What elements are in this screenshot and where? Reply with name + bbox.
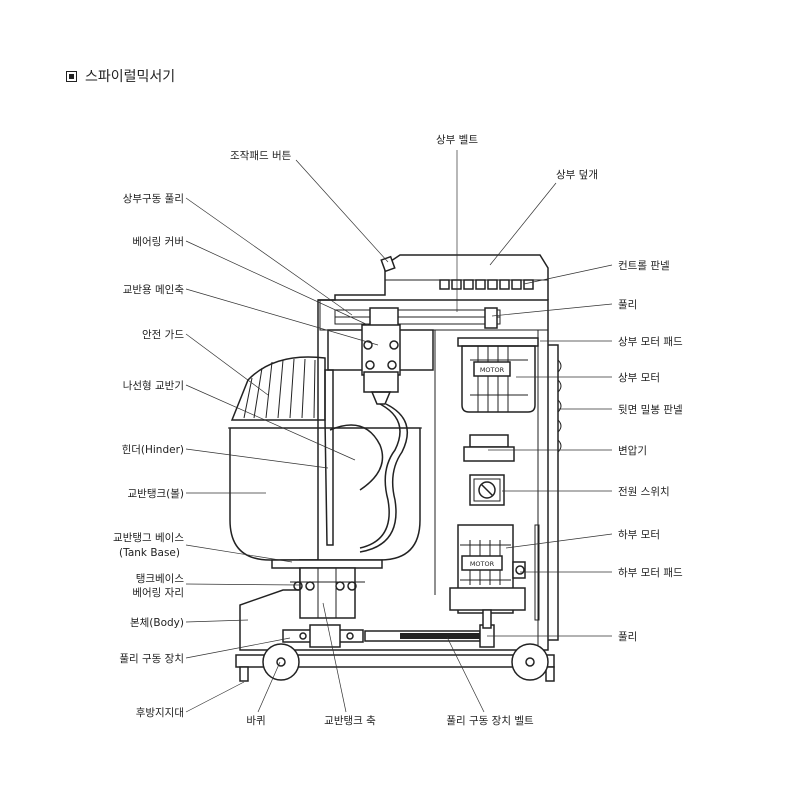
label-upper-motor: 상부 모터 [618,372,660,384]
label-rear-panel: 뒷면 밀봉 판넬 [618,403,683,416]
upper-motor-label: MOTOR [480,366,505,374]
label-hinder: 힌더(Hinder) [122,444,184,456]
label-bearing-cover: 베어링 커버 [132,236,184,248]
label-upper-belt: 상부 벨트 [436,134,478,146]
control-panel [439,279,534,290]
label-upper-motor-pad: 상부 모터 패드 [618,336,683,348]
right-wheel [511,643,549,681]
safety-guard [230,356,326,421]
square-bullet-icon [66,70,77,82]
left-wheel [262,643,300,681]
labels-right: 컨트롤 판넬 풀리 상부 모터 패드 상부 모터 뒷면 밀봉 판넬 변압기 전원… [618,260,683,643]
label-spiral-hook: 나선형 교반기 [123,380,184,392]
cover-top-strip [319,299,549,331]
base-platform [235,654,555,668]
pulley-drive [282,624,364,648]
title-text: 스파이럴믹서기 [85,69,176,85]
main-shaft-housing [327,324,434,405]
label-tank-base-1: 교반탱그 베이스 [113,532,184,544]
label-tank-shaft: 교반탱크 축 [324,715,376,727]
label-bowl: 교반탱크(볼) [128,488,185,500]
drive-belt [364,624,495,648]
transformer [463,434,515,462]
label-upper-cover: 상부 덮개 [556,169,598,181]
control-pad-button [380,255,396,273]
label-pulley-bottom: 풀리 [618,631,637,643]
label-lower-motor: 하부 모터 [618,528,660,541]
page-title: 스파이럴믹서기 [66,66,175,86]
lower-motor-label: MOTOR [470,560,495,568]
label-body: 본체(Body) [130,617,184,629]
label-transformer: 변압기 [618,444,647,457]
mixer-drawing: MOTOR MOTOR [228,254,562,682]
lower-pulley-shaft [482,609,492,629]
label-main-shaft: 교반용 메인축 [123,284,185,296]
labels-bottom: 바퀴 교반탱크 축 풀리 구동 장치 벨트 [246,715,534,727]
label-rear-support: 후방지지대 [136,707,184,719]
label-drive-belt: 풀리 구동 장치 벨트 [446,715,534,727]
labels-top: 상부 벨트 상부 덮개 [436,134,598,181]
label-control-panel: 컨트롤 판넬 [618,260,670,272]
label-tank-bearing-2: 베어링 자리 [132,587,184,599]
label-wheel: 바퀴 [246,715,265,727]
lower-motor: MOTOR [449,524,540,621]
spiral-hook [359,403,409,553]
tank-base-bearing [299,567,356,619]
upper-cover [318,254,549,301]
power-switch [469,474,505,506]
upper-belt [334,307,501,329]
label-lower-motor-pad: 하부 모터 패드 [618,566,683,579]
rear-sealing-panel [548,344,562,641]
label-tank-base-2: (Tank Base) [119,547,180,559]
label-upper-pulley: 상부구동 풀리 [123,193,184,205]
upper-motor: MOTOR [457,337,539,413]
leader-lines [185,150,613,713]
label-safety-guard: 안전 가드 [142,329,184,341]
label-pulley-drive: 풀리 구동 장치 [119,653,184,665]
label-power-switch: 전원 스위치 [618,485,670,498]
labels-left: 조작패드 버튼 상부구동 풀리 베어링 커버 교반용 메인축 안전 가드 나선형… [113,150,292,719]
label-tank-bearing-1: 탱크베이스 [136,573,185,585]
hinder-post [324,369,334,546]
label-control-button: 조작패드 버튼 [230,150,292,162]
label-pulley-top: 풀리 [618,299,637,311]
